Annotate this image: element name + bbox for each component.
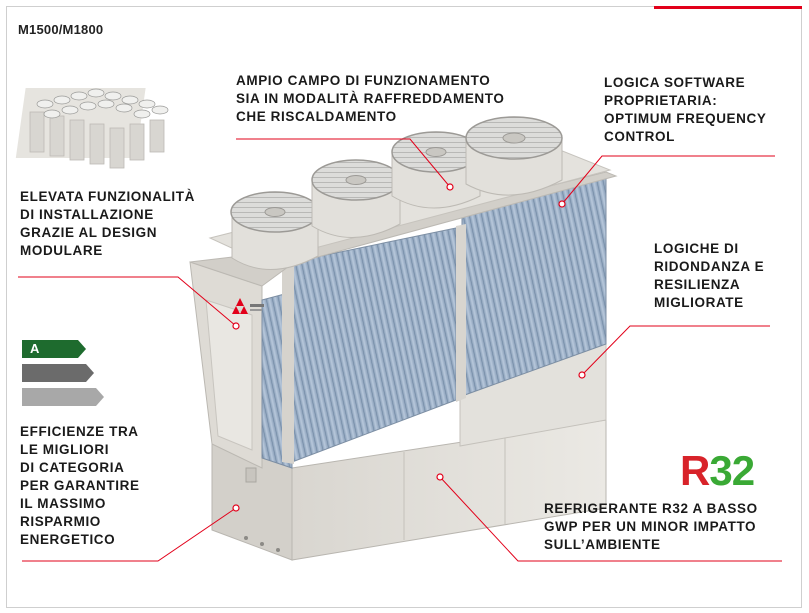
callout-leaders xyxy=(18,138,782,562)
modular-array-thumbnail xyxy=(15,88,169,169)
page-frame xyxy=(6,6,802,608)
fan-1 xyxy=(230,191,320,270)
fan-2 xyxy=(311,159,401,238)
model-title: M1500/M1800 xyxy=(18,22,104,37)
callout-software-logic: LOGICA SOFTWARE PROPRIETARIA: OPTIMUM FR… xyxy=(604,75,767,144)
leader-range xyxy=(236,138,451,188)
leader-refrigerant xyxy=(439,476,782,562)
fan-4 xyxy=(465,116,563,196)
leader-efficiency xyxy=(22,507,237,562)
energy-class-a-bar: A xyxy=(22,340,86,358)
r32-logo-number: 32 xyxy=(709,447,755,494)
callout-refrigerant: REFRIGERANTE R32 A BASSO GWP PER UN MINO… xyxy=(544,501,758,552)
r32-logo-r: R xyxy=(680,447,710,494)
callout-redundancy: LOGICHE DI RIDONDANZA E RESILIENZA MIGLI… xyxy=(654,241,765,310)
callout-efficiency: EFFICIENZE TRA LE MIGLIORI DI CATEGORIA … xyxy=(20,424,140,547)
callout-operating-range: AMPIO CAMPO DI FUNZIONAMENTO SIA IN MODA… xyxy=(236,73,505,124)
leader-modular xyxy=(18,276,237,327)
energy-class-bar-2 xyxy=(22,364,94,382)
leader-redundancy xyxy=(581,325,770,376)
fan-3 xyxy=(391,131,481,209)
energy-class-label: A xyxy=(30,341,40,356)
accent-tab xyxy=(654,6,802,9)
energy-class-bar-3 xyxy=(22,388,104,406)
chiller-unit xyxy=(189,116,618,561)
brand-logo-icon xyxy=(232,298,264,314)
leader-software xyxy=(561,155,775,205)
callout-modular-design: ELEVATA FUNZIONALITÀ DI INSTALLAZIONE GR… xyxy=(20,189,195,258)
r32-logo: R32 xyxy=(680,447,755,494)
